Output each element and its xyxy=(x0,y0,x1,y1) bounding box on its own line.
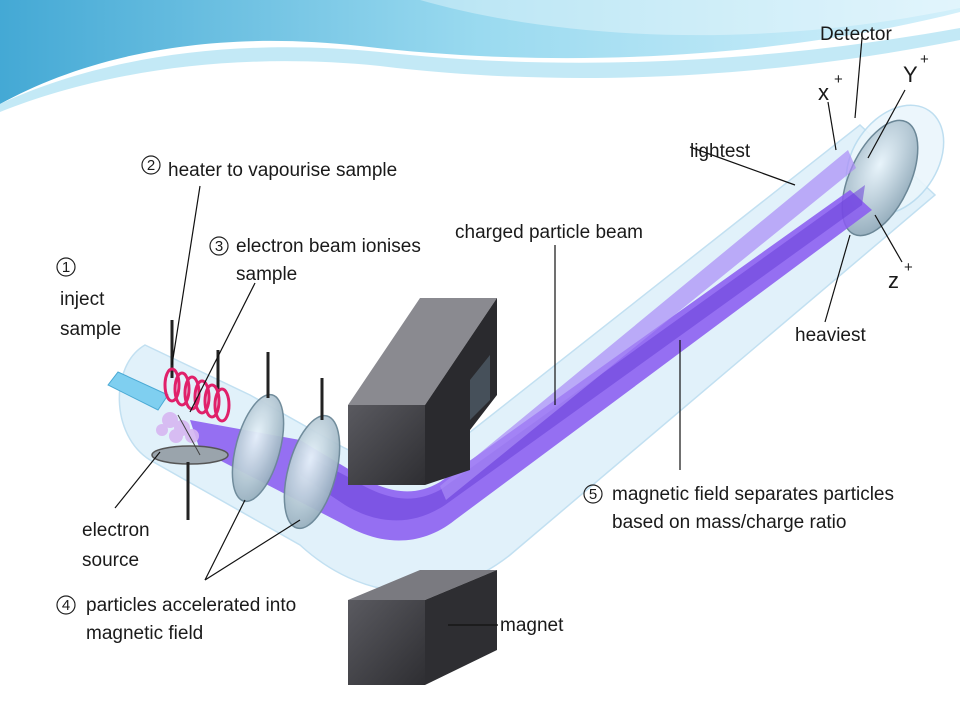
step2-marker xyxy=(141,155,161,175)
electron-beam-label-line1: electron beam ionises xyxy=(236,236,421,257)
magnet-label: magnet xyxy=(500,615,564,636)
pointer-lines xyxy=(114,37,906,626)
electron-source-label-line1: electron xyxy=(82,520,150,541)
separation-label-line1: magnetic field separates particles xyxy=(612,484,894,505)
z-plus-label: z xyxy=(888,268,899,293)
step1-number: 1 xyxy=(62,259,70,276)
detector-label: Detector xyxy=(820,24,892,45)
magnet-bottom xyxy=(348,570,497,685)
separation-label-line2: based on mass/charge ratio xyxy=(612,512,846,533)
inject-label-line1: inject xyxy=(60,289,105,310)
y-plus-sign: + xyxy=(920,51,929,68)
header-swoosh xyxy=(0,0,960,112)
accelerate-label-line2: magnetic field xyxy=(86,623,203,644)
particle-beam xyxy=(190,150,872,541)
lightest-label: lightest xyxy=(690,141,751,162)
step-markers: 1 2 3 4 5 xyxy=(56,155,603,615)
step5-marker xyxy=(583,484,603,504)
accelerate-label-line1: particles accelerated into xyxy=(86,595,296,616)
step1-marker xyxy=(56,257,76,277)
labels: inject sample heater to vapourise sample… xyxy=(60,24,929,644)
z-plus-sign: + xyxy=(904,259,913,276)
electron-source xyxy=(151,414,229,520)
heater-label: heater to vapourise sample xyxy=(168,160,397,181)
step5-number: 5 xyxy=(589,486,597,503)
heaviest-label: heaviest xyxy=(795,325,866,346)
step4-marker xyxy=(56,595,76,615)
step3-marker xyxy=(209,236,229,256)
charged-beam-label: charged particle beam xyxy=(455,222,643,243)
electron-beam-label-line2: sample xyxy=(236,264,297,285)
inject-label-line2: sample xyxy=(60,319,121,340)
accelerator-plates xyxy=(231,352,341,530)
step2-number: 2 xyxy=(147,157,155,174)
magnet-top xyxy=(348,298,497,485)
x-plus-sign: + xyxy=(834,71,843,88)
step4-number: 4 xyxy=(62,597,70,614)
y-plus-label: Y xyxy=(903,62,918,87)
electron-source-label-line2: source xyxy=(82,550,139,571)
step3-number: 3 xyxy=(215,238,223,255)
x-plus-label: x xyxy=(818,80,829,105)
